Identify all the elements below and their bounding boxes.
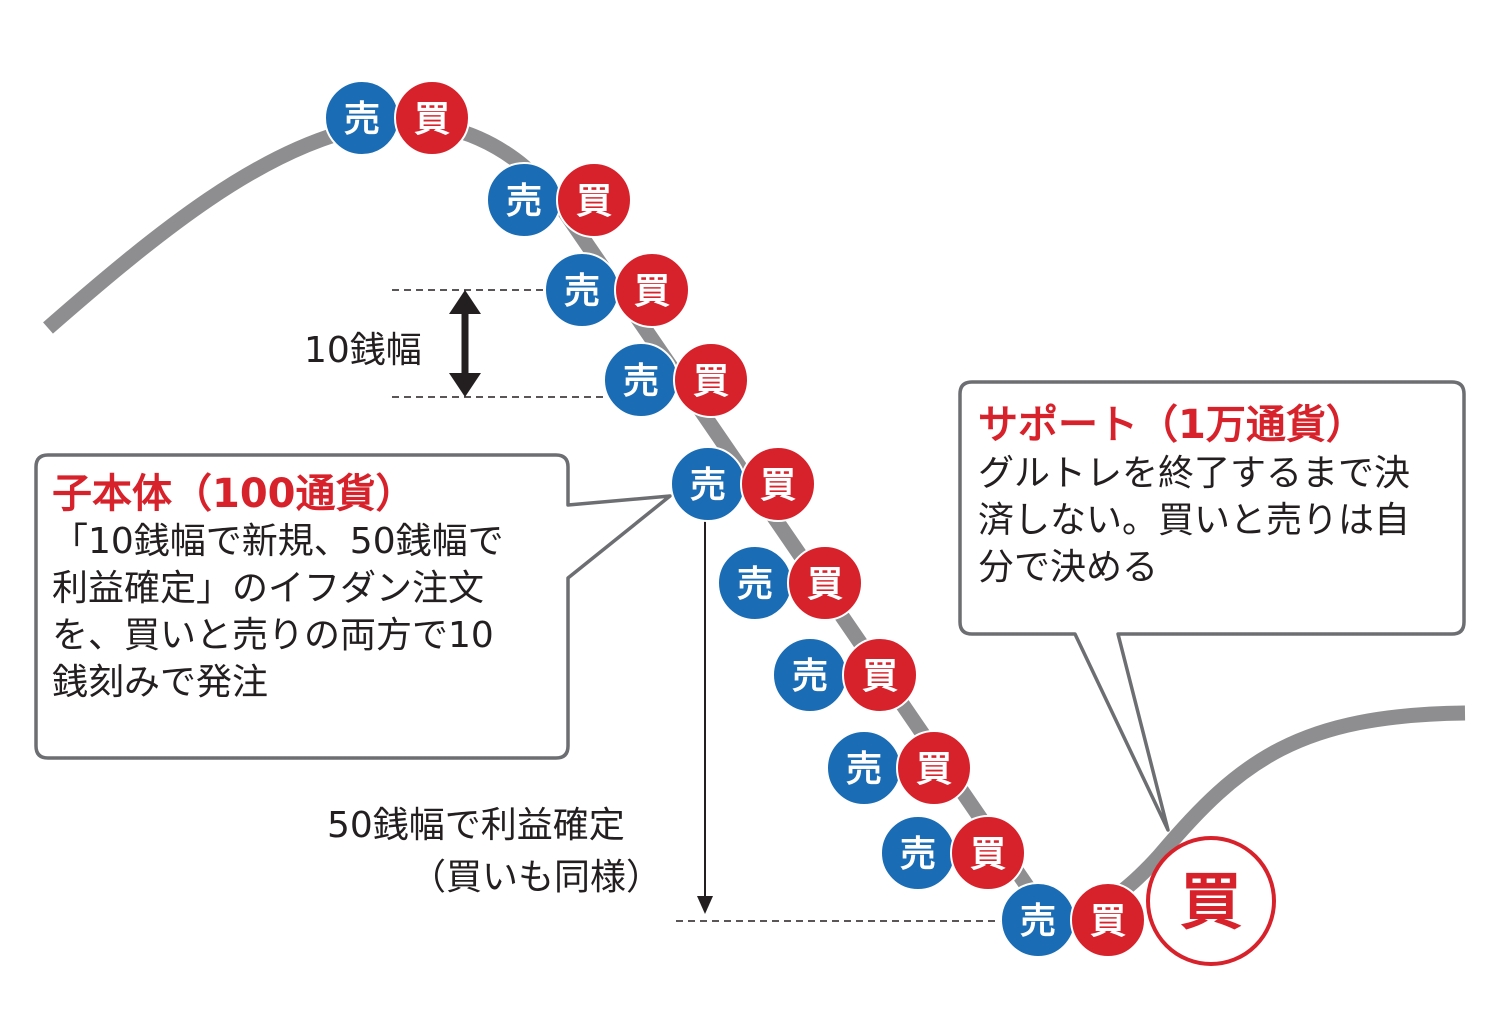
- grid-width-label: 10銭幅: [304, 330, 422, 371]
- buy-order-badge: 買: [740, 446, 816, 522]
- buy-order-badge: 買: [394, 80, 470, 156]
- buy-order-badge: 買: [896, 730, 972, 806]
- buy-order-badge-label: 買: [634, 271, 670, 312]
- buy-order-badge-label: 買: [970, 834, 1006, 875]
- support-callout-frame: [958, 380, 1466, 832]
- buy-order-badge-label: 買: [862, 656, 898, 697]
- sell-order-badge-label: 売: [623, 361, 659, 402]
- support-callout-line: 分で決める: [978, 547, 1159, 588]
- order-pair: 売買: [544, 252, 690, 328]
- support-callout-body: グルトレを終了するまで決 済しない。買いと売りは自 分で決める: [978, 450, 1458, 591]
- sell-order-badge: 売: [717, 545, 793, 621]
- profit-arrow: [697, 520, 713, 914]
- sell-order-badge: 売: [324, 80, 400, 156]
- order-pair: 売買: [772, 637, 918, 713]
- sell-order-badge-label: 売: [846, 749, 882, 790]
- order-pair: 売買: [1000, 882, 1146, 958]
- child-callout-content: 子本体（100通貨） 「10銭幅で新規、50銭幅で 利益確定」のイフダン注文 を…: [52, 470, 562, 706]
- order-badges: 売買売買売買売買売買売買売買売買売買売買: [324, 80, 1146, 958]
- sell-order-badge-label: 売: [737, 564, 773, 605]
- sell-order-badge: 売: [486, 162, 562, 238]
- sell-order-badge: 売: [544, 252, 620, 328]
- buy-order-badge: 買: [787, 545, 863, 621]
- child-callout-line: 「10銭幅で新規、50銭幅で: [52, 521, 504, 562]
- sell-order-badge: 売: [826, 730, 902, 806]
- buy-order-badge-label: 買: [576, 181, 612, 222]
- support-buy-label: 買: [1180, 865, 1242, 938]
- buy-order-badge-label: 買: [807, 564, 843, 605]
- sell-order-badge: 売: [603, 342, 679, 418]
- buy-order-badge-label: 買: [916, 749, 952, 790]
- child-callout-title: 子本体（100通貨）: [52, 471, 416, 517]
- profit-label-line1: 50銭幅で利益確定: [327, 805, 625, 846]
- support-callout-title: サポート（1万通貨）: [978, 402, 1366, 448]
- buy-order-badge: 買: [556, 162, 632, 238]
- buy-order-badge: 買: [950, 815, 1026, 891]
- sell-order-badge-label: 売: [690, 465, 726, 506]
- support-callout-content: サポート（1万通貨） グルトレを終了するまで決 済しない。買いと売りは自 分で決…: [978, 400, 1458, 591]
- order-pair: 売買: [324, 80, 470, 156]
- buy-order-badge: 買: [1070, 882, 1146, 958]
- buy-order-badge-label: 買: [693, 361, 729, 402]
- support-callout-line: グルトレを終了するまで決: [978, 453, 1411, 494]
- sell-order-badge: 売: [772, 637, 848, 713]
- buy-order-badge: 買: [673, 342, 749, 418]
- child-callout: [34, 453, 672, 760]
- support-callout-line: 済しない。買いと売りは自: [978, 500, 1411, 541]
- order-pair: 売買: [826, 730, 972, 806]
- sell-order-badge: 売: [1000, 882, 1076, 958]
- buy-order-badge-label: 買: [1090, 901, 1126, 942]
- order-pair: 売買: [486, 162, 632, 238]
- child-callout-frame: [34, 453, 672, 760]
- sell-order-badge-label: 売: [564, 271, 600, 312]
- buy-order-badge-label: 買: [414, 99, 450, 140]
- sell-order-badge-label: 売: [506, 181, 542, 222]
- child-callout-line: 利益確定」のイフダン注文: [52, 568, 485, 609]
- order-pair: 売買: [717, 545, 863, 621]
- grid-width-arrow: [449, 290, 481, 397]
- sell-order-badge: 売: [670, 446, 746, 522]
- order-pair: 売買: [670, 446, 816, 522]
- child-callout-body: 「10銭幅で新規、50銭幅で 利益確定」のイフダン注文 を、買いと売りの両方で1…: [52, 518, 562, 706]
- order-pair: 売買: [880, 815, 1026, 891]
- support-callout: [958, 380, 1466, 832]
- buy-order-badge: 買: [614, 252, 690, 328]
- sell-order-badge: 売: [880, 815, 956, 891]
- buy-order-badge-label: 買: [760, 465, 796, 506]
- sell-order-badge-label: 売: [792, 656, 828, 697]
- sell-order-badge-label: 売: [900, 834, 936, 875]
- buy-order-badge: 買: [842, 637, 918, 713]
- support-buy-badge: 買: [1146, 836, 1276, 966]
- child-callout-line: 銭刻みで発注: [52, 662, 269, 703]
- sell-order-badge-label: 売: [1020, 901, 1056, 942]
- profit-label-line2: （買いも同様）: [410, 857, 663, 898]
- sell-order-badge-label: 売: [344, 99, 380, 140]
- order-pair: 売買: [603, 342, 749, 418]
- child-callout-line: を、買いと売りの両方で10: [52, 615, 494, 656]
